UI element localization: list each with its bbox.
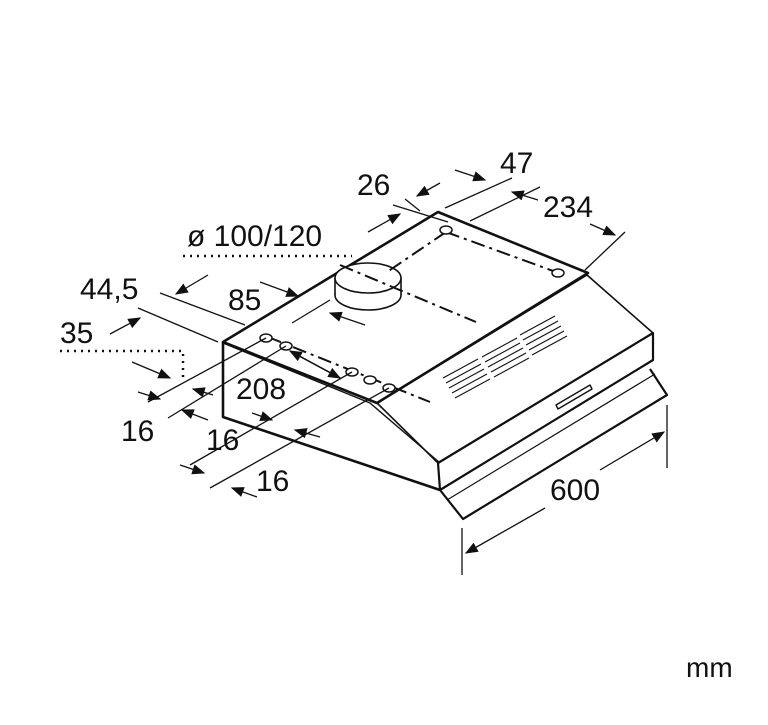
dim-35-label: 35 (60, 317, 94, 350)
hood-tray (439, 368, 669, 521)
light-slot (555, 384, 593, 410)
hood-left-side (221, 342, 441, 492)
dimension-lines (60, 169, 668, 575)
hood-front-face (436, 331, 655, 492)
dim-16-label: 16 (121, 415, 155, 448)
dim-26-label: 26 (357, 169, 391, 202)
vent-grille (442, 315, 568, 399)
dim-600-label: 600 (550, 474, 601, 507)
dim-85-label: 85 (228, 284, 262, 317)
dim-44-5-label: 44,5 (80, 273, 139, 306)
hood-body (221, 210, 669, 521)
hood-front-slope (376, 274, 654, 464)
hood-top-panel (221, 210, 590, 405)
dim-47-label: 47 (500, 147, 534, 180)
dim-234-label: 234 (543, 191, 594, 224)
dim-16-label: 16 (206, 424, 240, 457)
dim-208-label: 208 (236, 373, 287, 406)
unit-label: mm (686, 652, 733, 683)
duct-diameter-label: ø 100/120 (187, 220, 323, 253)
dim-16-label: 16 (256, 465, 290, 498)
